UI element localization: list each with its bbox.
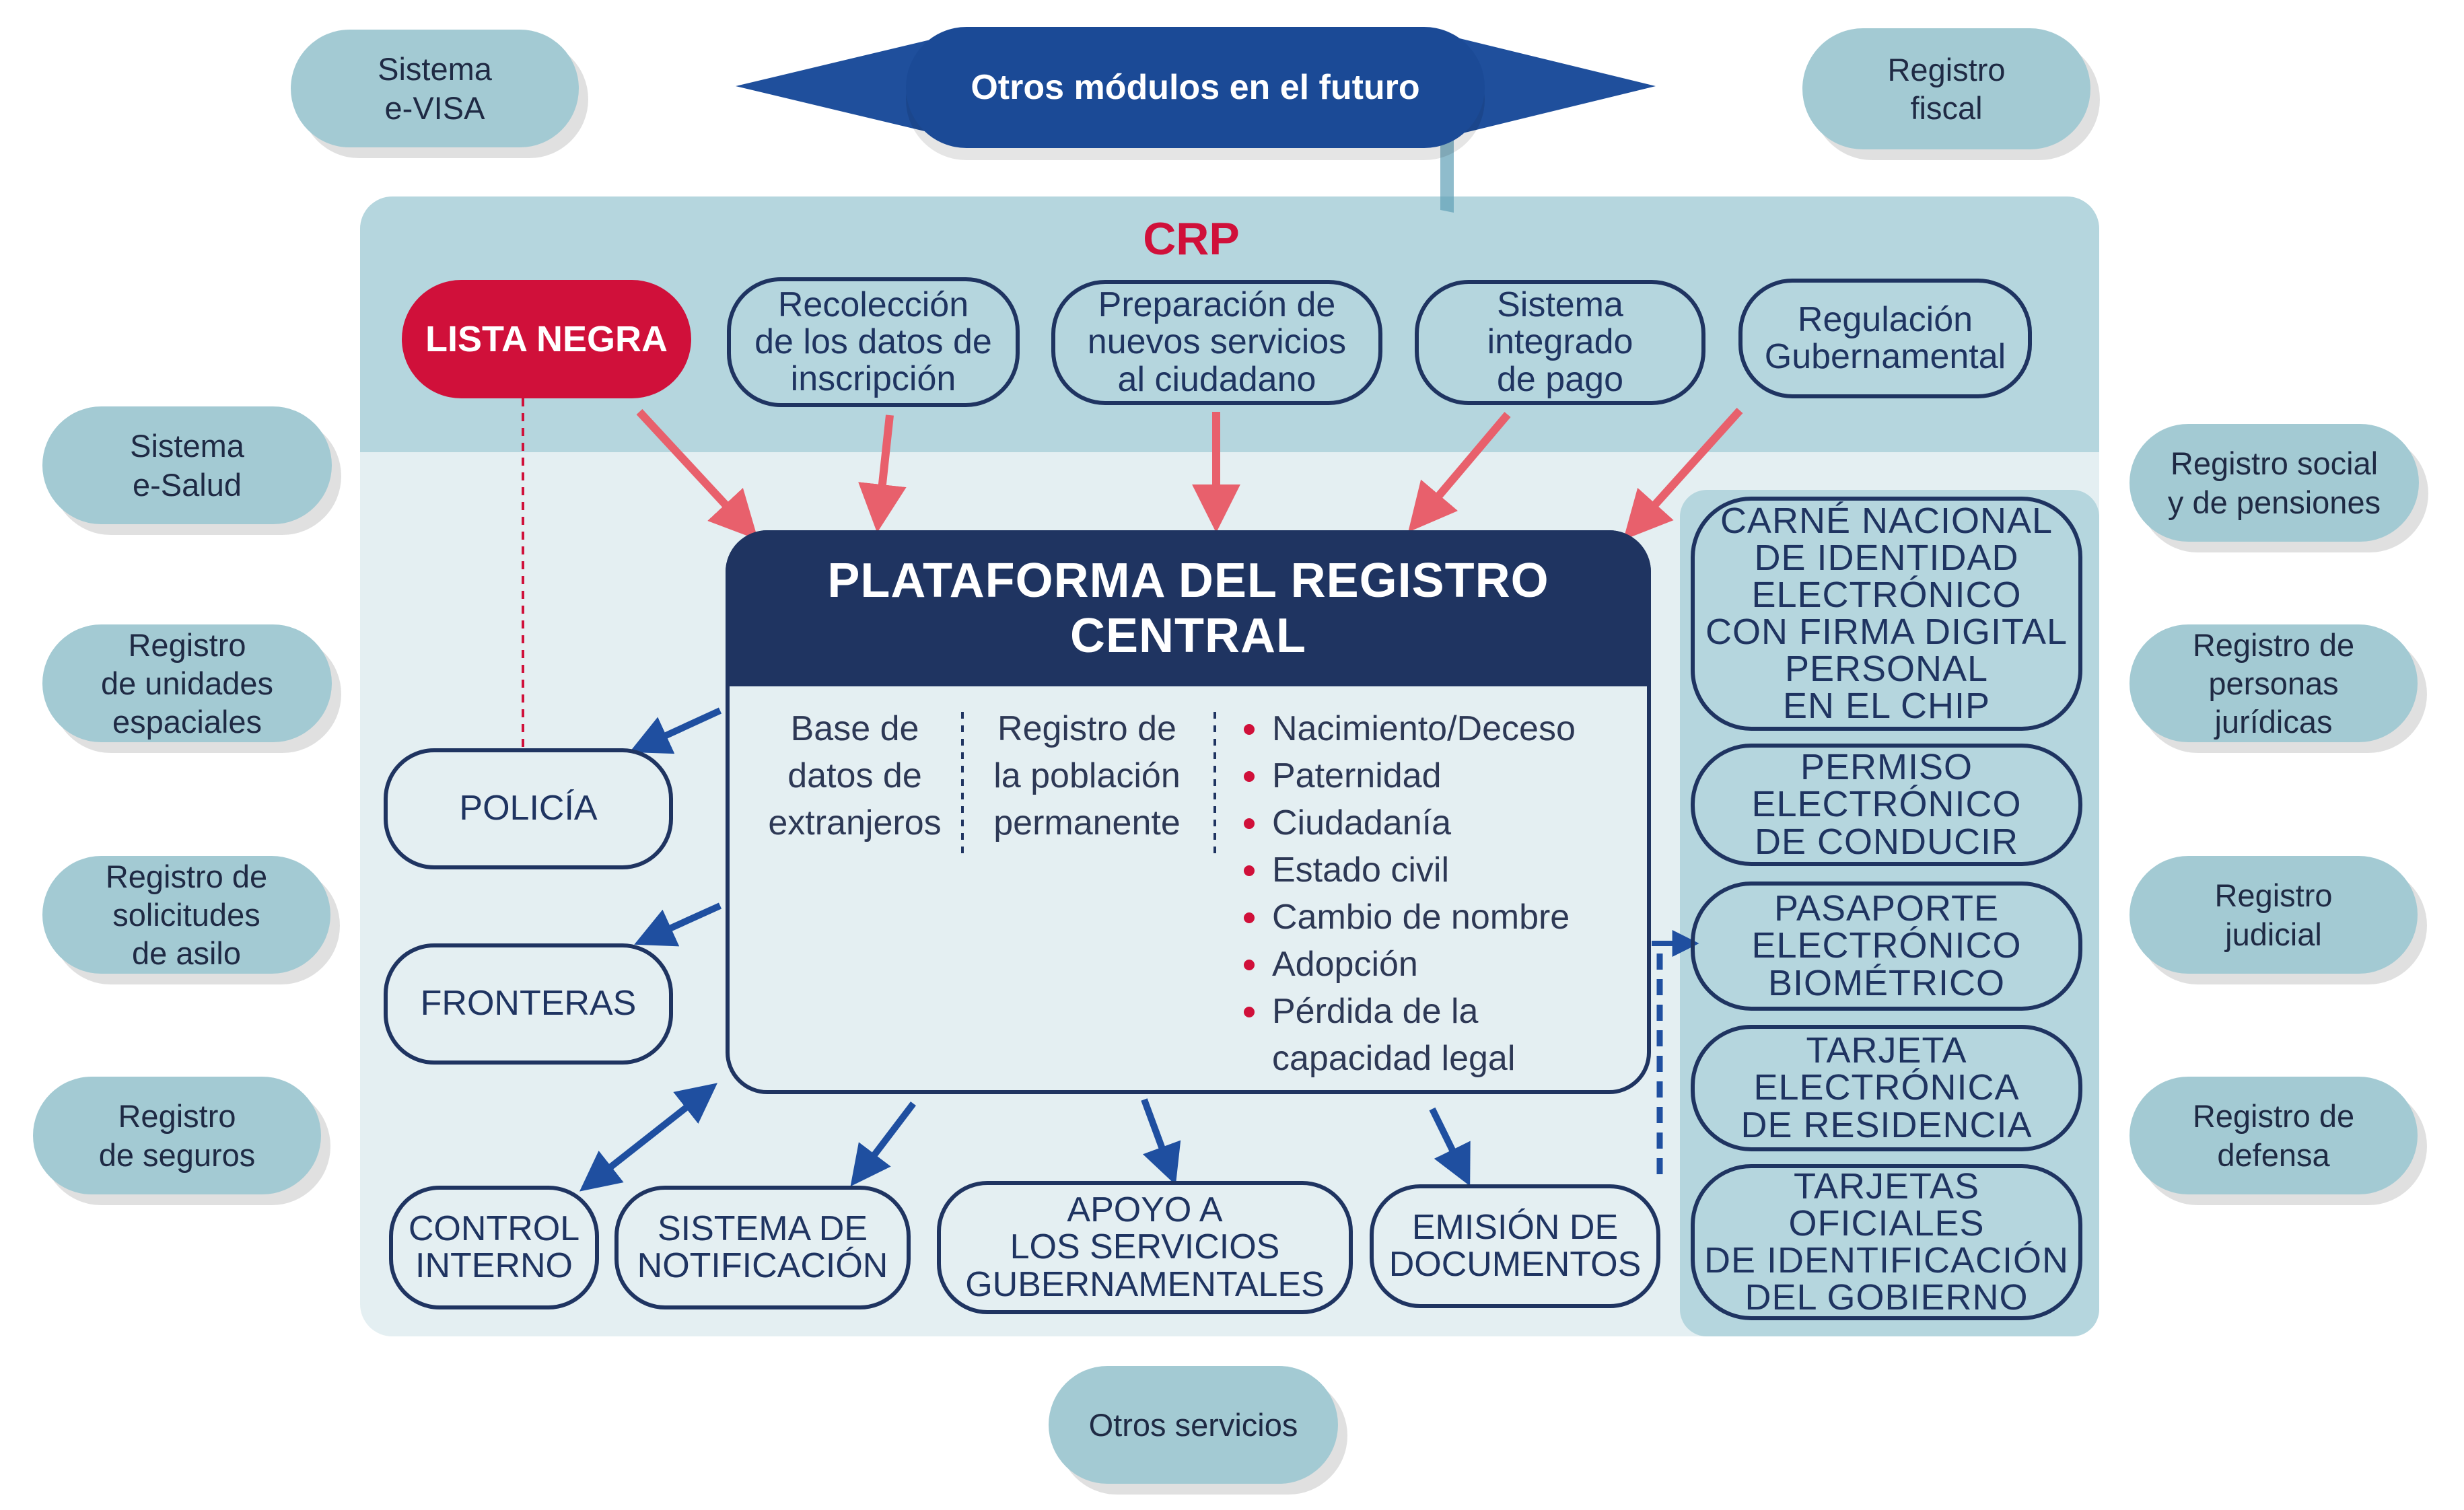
external-spatial-registry: Registro de unidades espaciales: [42, 624, 332, 742]
arrow-payment-to-platform: [1408, 412, 1511, 532]
central-registry-platform: PLATAFORMA DEL REGISTRO CENTRAL: [726, 530, 1651, 1094]
event-item: Ciudadanía: [1240, 799, 1644, 847]
future-modules-arrow-left: [736, 34, 956, 139]
external-legal-entities-registry: Registro de personas jurídicas: [2129, 624, 2418, 742]
arrow-platform-internal-control: [579, 1083, 718, 1192]
crp-title: CRP: [1143, 213, 1240, 264]
external-insurance-registry: Registro de seguros: [33, 1077, 321, 1194]
government-support-service: APOYO A LOS SERVICIOS GUBERNAMENTALES: [937, 1181, 1353, 1314]
external-defense-registry: Registro de defensa: [2129, 1077, 2418, 1194]
foreigners-database: Base de datos de extranjeros: [768, 709, 942, 842]
biometric-passport: PASAPORTE ELECTRÓNICO BIOMÉTRICO: [1691, 882, 2082, 1011]
bullet-icon: [1244, 1007, 1255, 1017]
internal-control-service: CONTROL INTERNO: [389, 1186, 599, 1309]
arrow-platform-to-borders: [634, 902, 722, 947]
document-issuance-service: EMISIÓN DE DOCUMENTOS: [1370, 1184, 1660, 1308]
external-ehealth: Sistema e-Salud: [42, 406, 332, 524]
bullet-icon: [1244, 865, 1255, 876]
arrow-platform-to-issuance: [1429, 1107, 1471, 1186]
electronic-residence-card: TARJETA ELECTRÓNICA DE RESIDENCIA: [1691, 1025, 2082, 1151]
crp-module-new-services: Preparación de nuevos servicios al ciuda…: [1051, 280, 1382, 405]
bullet-icon: [1244, 818, 1255, 829]
civil-events-list: Nacimiento/Deceso Paternidad Ciudadanía …: [1240, 705, 1644, 1082]
event-item: Nacimiento/Deceso: [1240, 705, 1644, 752]
permanent-population-registry: Registro de la población permanente: [993, 709, 1181, 842]
external-judicial-registry: Registro judicial: [2129, 856, 2418, 974]
event-item: Pérdida de la capacidad legal: [1240, 988, 1644, 1082]
bullet-icon: [1244, 912, 1255, 923]
external-tax-registry: Registro fiscal: [1802, 28, 2090, 149]
arrow-blacklist-to-platform: [636, 408, 759, 540]
bullet-icon: [1244, 960, 1255, 970]
arrow-regulation-to-platform: [1623, 407, 1743, 540]
arrow-data-collection-to-platform: [858, 415, 907, 533]
external-evisa: Sistema e-VISA: [291, 30, 579, 147]
future-modules-banner: Otros módulos en el futuro: [906, 27, 1485, 148]
event-item: Estado civil: [1240, 847, 1644, 894]
crp-module-data-collection: Recolección de los datos de inscripción: [727, 277, 1020, 407]
notification-service: SISTEMA DE NOTIFICACIÓN: [614, 1186, 911, 1309]
police-service: POLICÍA: [384, 748, 673, 869]
future-modules-label: Otros módulos en el futuro: [971, 68, 1420, 107]
arrow-platform-to-notification: [850, 1101, 916, 1187]
bullet-icon: [1244, 724, 1255, 735]
external-social-pension-registry: Registro social y de pensiones: [2129, 424, 2419, 542]
arrow-platform-to-police: [629, 707, 722, 754]
national-id-card: CARNÉ NACIONAL DE IDENTIDAD ELECTRÓNICO …: [1691, 497, 2082, 731]
blacklist-box: LISTA NEGRA: [402, 280, 691, 398]
crp-module-regulation: Regulación Gubernamental: [1738, 279, 2032, 398]
electronic-driving-permit: PERMISO ELECTRÓNICO DE CONDUCIR: [1691, 744, 2082, 866]
borders-service: FRONTERAS: [384, 943, 673, 1065]
government-id-cards: TARJETAS OFICIALES DE IDENTIFICACIÓN DEL…: [1691, 1164, 2082, 1320]
event-item: Cambio de nombre: [1240, 894, 1644, 941]
crp-module-payment: Sistema integrado de pago: [1415, 280, 1705, 405]
future-modules-arrow-right: [1440, 34, 1656, 139]
platform-title: PLATAFORMA DEL REGISTRO CENTRAL: [726, 530, 1651, 686]
bullet-icon: [1244, 771, 1255, 782]
arrow-platform-to-support: [1141, 1098, 1181, 1186]
blacklist-label: LISTA NEGRA: [425, 319, 668, 359]
event-item: Paternidad: [1240, 752, 1644, 799]
external-asylum-registry: Registro de solicitudes de asilo: [42, 856, 330, 974]
future-modules-shadow: [1440, 139, 1454, 213]
event-item: Adopción: [1240, 941, 1644, 988]
external-other-services: Otros servicios: [1049, 1366, 1338, 1484]
